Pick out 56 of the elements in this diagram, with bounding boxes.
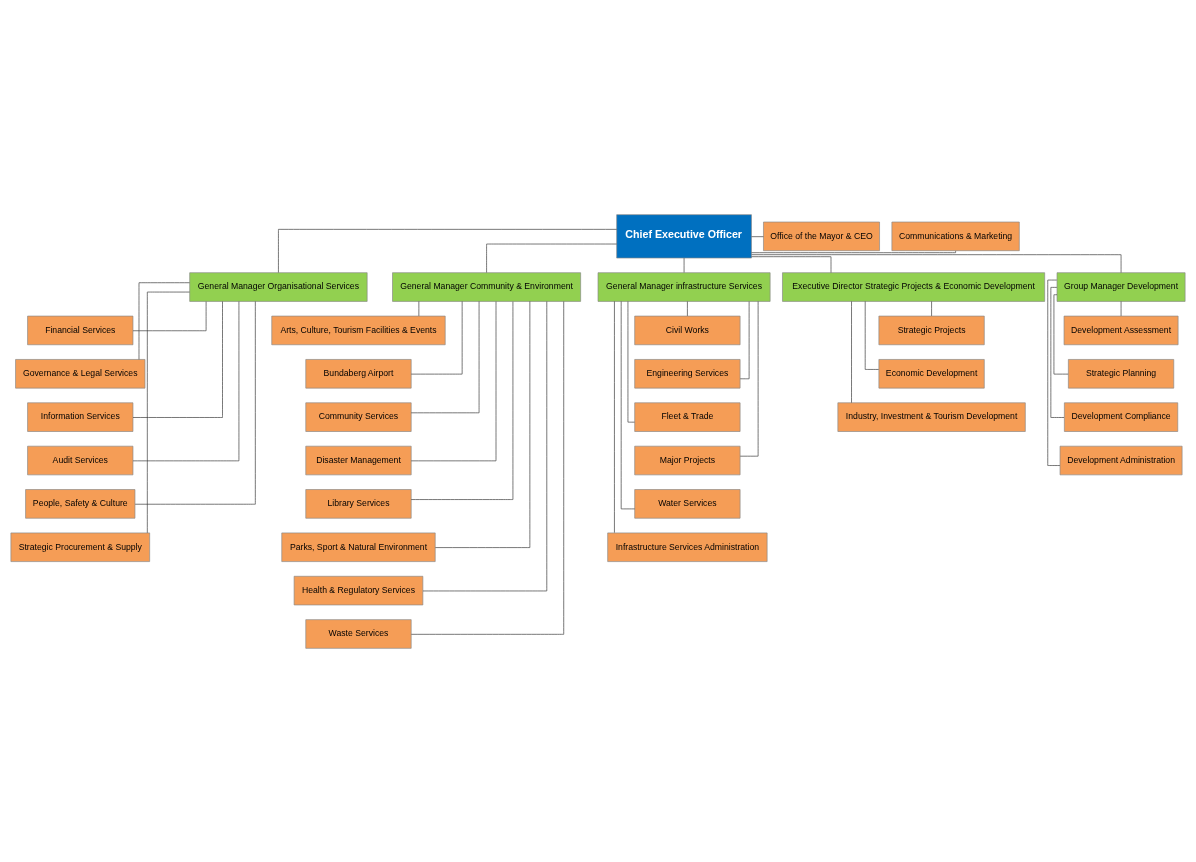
node-box: Information Services: [27, 401, 134, 432]
node-box: Financial Services: [27, 315, 134, 345]
connector: [751, 250, 956, 253]
node-box: Waste Services: [305, 618, 412, 649]
node-box: Industry, Investment & Tourism Development: [837, 401, 1026, 432]
node-box: Development Administration: [1059, 445, 1183, 475]
connector: [486, 243, 617, 273]
node-box: Water Services: [634, 488, 741, 519]
node-box: Development Compliance: [1064, 401, 1179, 432]
connector: [751, 253, 1122, 273]
node-box: Arts, Culture, Tourism Facilities & Events: [271, 315, 446, 345]
node-box: Fleet & Trade: [634, 401, 741, 432]
node-box: General Manager Community & Environment: [392, 271, 581, 302]
node-box: Infrastructure Services Administration: [607, 532, 768, 562]
connector: [138, 281, 190, 360]
node-box: Engineering Services: [634, 358, 741, 388]
connector: [851, 300, 852, 403]
connector: [422, 300, 548, 591]
connector: [410, 300, 514, 500]
node-box: Disaster Management: [305, 445, 412, 475]
connector: [1053, 293, 1069, 374]
node-box: Audit Services: [27, 445, 134, 475]
node-box: Library Services: [305, 488, 412, 519]
node-box: Strategic Planning: [1068, 358, 1175, 388]
connector: [132, 300, 223, 418]
node-box: Civil Works: [634, 315, 741, 345]
node-box: Major Projects: [634, 445, 741, 475]
node-box: Executive Director Strategic Projects & Economic Development: [782, 271, 1045, 302]
connector: [132, 300, 240, 461]
node-box: Office of the Mayor & CEO: [763, 221, 880, 251]
connector: [620, 300, 635, 509]
node-box: People, Safety & Culture: [25, 488, 136, 519]
node-box: Parks, Sport & Natural Environment: [281, 532, 436, 562]
node-box: Health & Regulatory Services: [293, 575, 424, 605]
node-box: General Manager infrastructure Services: [597, 271, 771, 302]
node-box: Communications & Marketing: [891, 221, 1020, 251]
connector: [132, 300, 207, 331]
connector: [614, 300, 615, 533]
connector: [435, 300, 531, 548]
connector: [278, 228, 617, 273]
node-box: Strategic Projects: [878, 315, 985, 345]
node-box: Economic Development: [878, 358, 985, 388]
node-box: Development Assessment: [1063, 315, 1179, 345]
connector: [1050, 286, 1065, 418]
node-box: Strategic Procurement & Supply: [10, 532, 150, 562]
node-box: Bundaberg Airport: [305, 358, 412, 388]
node-box: General Manager Organisational Services: [189, 271, 368, 302]
connector: [134, 300, 256, 505]
connector: [751, 255, 832, 273]
node-box: Chief Executive Officer: [616, 213, 752, 258]
connector: [147, 291, 190, 533]
connector: [687, 300, 688, 316]
node-box: Governance & Legal Services: [15, 358, 146, 388]
node-box: Group Manager Development: [1056, 271, 1186, 302]
node-box: Community Services: [305, 401, 412, 432]
connector: [931, 300, 932, 316]
